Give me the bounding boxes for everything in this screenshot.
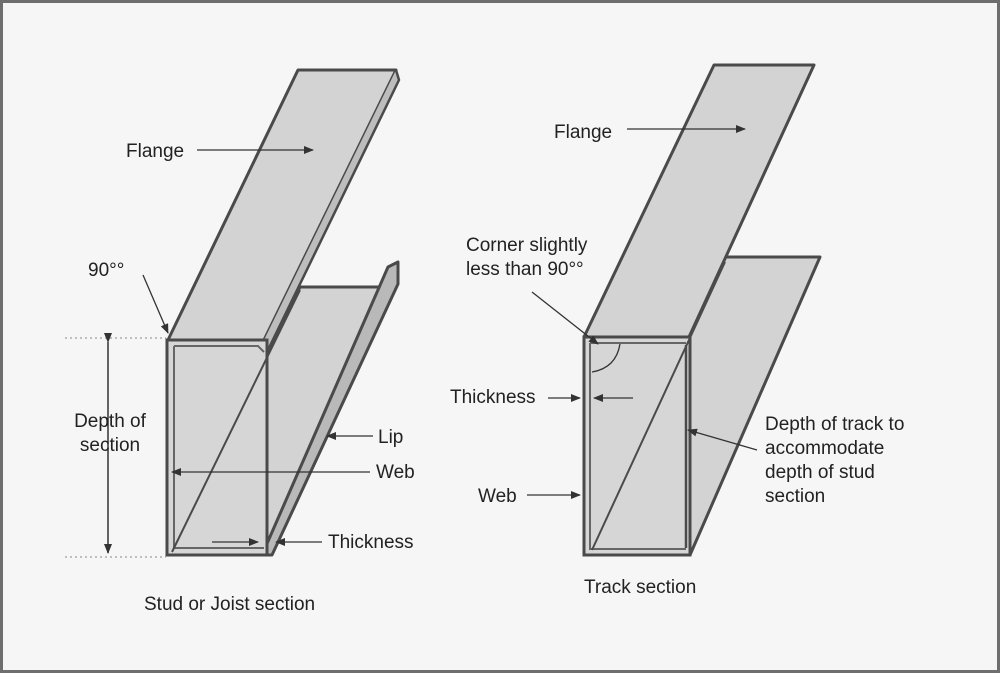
stud-depth-label-2: section	[80, 435, 140, 456]
track-caption: Track section	[584, 577, 696, 598]
stud-section	[165, 68, 401, 557]
track-flange-label: Flange	[554, 122, 612, 143]
track-thickness-label: Thickness	[450, 387, 536, 408]
stud-thickness-label: Thickness	[328, 532, 414, 553]
stud-caption: Stud or Joist section	[144, 594, 315, 615]
track-web-label: Web	[478, 486, 517, 507]
stud-web	[165, 338, 269, 557]
stud-depth-label-1: Depth of	[74, 411, 147, 432]
stud-angle-label: 90°°	[88, 260, 124, 281]
stud-web-label: Web	[376, 462, 415, 483]
track-depth-label-2: accommodate	[765, 438, 884, 459]
stud-flange-label: Flange	[126, 141, 184, 162]
track-depth-label-1: Depth of track to	[765, 414, 904, 435]
track-corner-label-2: less than 90°°	[466, 259, 584, 280]
track-depth-label-4: section	[765, 486, 825, 507]
stud-lip	[260, 260, 400, 557]
track-web	[582, 335, 692, 557]
stud-lip-label: Lip	[378, 427, 403, 448]
track-section	[582, 63, 822, 557]
track-depth-label-3: depth of stud	[765, 462, 875, 483]
track-corner-label-1: Corner slightly	[466, 235, 588, 256]
